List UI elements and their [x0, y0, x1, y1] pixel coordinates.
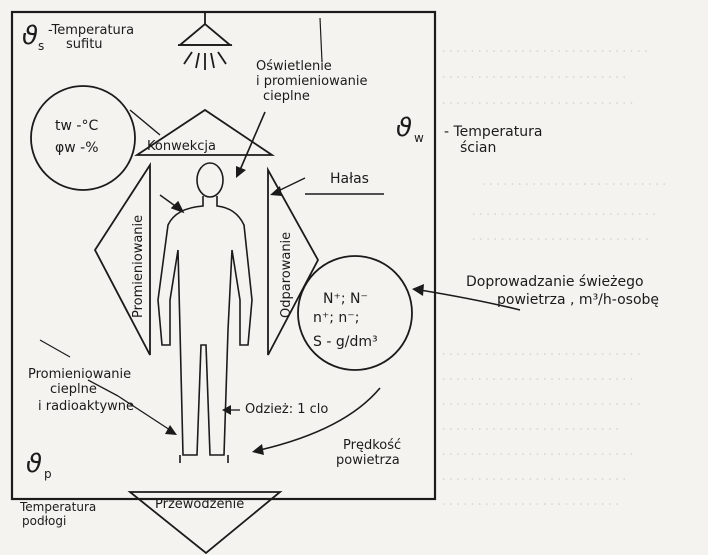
fresh-air-label-2: powietrza , m³/h-osobę — [497, 292, 659, 308]
lighting-label-3: cieplne — [263, 89, 310, 104]
conduction-label: Przewodzenie — [155, 497, 244, 512]
lighting-leader-line — [320, 18, 322, 62]
humidity-temp-label: tw -°C — [55, 118, 98, 134]
wall-temp-subscript: w — [414, 131, 424, 145]
wall-temp-label-1: - Temperatura — [444, 124, 542, 140]
lighting-annotation: Oświetlenie i promieniowanie cieplne — [236, 18, 368, 178]
ion-label-3: S - g/dm³ — [313, 334, 378, 350]
ceiling-temperature: ϑ s -Temperatura sufitu — [22, 21, 134, 53]
ion-label-1: N⁺; N⁻ — [323, 291, 368, 307]
svg-text:..........................: .......................... — [440, 469, 628, 483]
evaporation-label: Odparowanie — [279, 232, 294, 318]
conduction-triangle: Przewodzenie — [130, 492, 280, 553]
air-speed-arrowhead — [252, 444, 264, 455]
floor-temp-label-2: podłogi — [22, 514, 66, 528]
room-frame — [12, 12, 435, 499]
radiation-label: Promieniowanie — [131, 215, 146, 318]
lighting-label-1: Oświetlenie — [256, 59, 332, 74]
thermal-radiation-arrowhead — [165, 425, 177, 435]
air-speed-label-2: powietrza — [336, 453, 400, 468]
fresh-air-label-1: Doprowadzanie świeżego — [466, 274, 644, 290]
air-speed-annotation: Prędkość powietrza — [252, 388, 401, 468]
wall-temp-symbol: ϑ — [396, 113, 412, 143]
svg-text:...........................: ........................... — [440, 369, 635, 383]
svg-text:..........................: .......................... — [440, 67, 628, 81]
svg-text:..........................: .......................... — [480, 174, 668, 188]
floor-temperature: ϑ p Temperatura podłogi — [19, 449, 96, 528]
floor-temp-subscript: p — [44, 467, 52, 481]
evaporation-triangle: Odparowanie — [268, 170, 318, 355]
svg-text:..........................: .......................... — [470, 204, 658, 218]
wall-temperature: ϑ w - Temperatura ścian — [396, 113, 542, 156]
thermal-radiation-label-2: cieplne — [50, 382, 97, 397]
ceiling-temp-subscript: s — [38, 39, 44, 53]
thermal-radiation-annotation: Promieniowanie cieplne i radioaktywne — [28, 340, 177, 435]
wall-temp-label-2: ścian — [460, 140, 496, 156]
floor-temp-symbol: ϑ — [26, 449, 42, 479]
floor-temp-label-1: Temperatura — [19, 500, 96, 514]
svg-text:............................: ............................ — [440, 394, 642, 408]
noise-label: Hałas — [330, 171, 369, 187]
svg-text:...........................: ........................... — [440, 444, 635, 458]
thermal-radiation-label-1: Promieniowanie — [28, 367, 131, 382]
fresh-air-annotation: Doprowadzanie świeżego powietrza , m³/h-… — [412, 274, 659, 310]
lighting-label-2: i promieniowanie — [256, 74, 368, 89]
ceiling-temp-label-1: -Temperatura — [48, 23, 134, 38]
thermal-radiation-label-3: i radioaktywne — [38, 399, 134, 414]
convection-label: Konwekcja — [147, 139, 216, 154]
humidity-rel-label: φw -% — [55, 140, 99, 156]
humidity-circle: tw -°C φw -% — [31, 86, 135, 190]
ceiling-temp-symbol: ϑ — [22, 21, 38, 51]
lamp-icon — [178, 12, 232, 70]
svg-text:.............................: ............................. — [440, 41, 650, 55]
svg-text:.........................: ......................... — [440, 494, 621, 508]
svg-text:............................: ............................ — [440, 344, 642, 358]
fresh-air-arrowhead — [412, 284, 424, 296]
noise-annotation: Hałas — [270, 171, 384, 196]
ion-label-2: n⁺; n⁻; — [313, 310, 359, 326]
air-speed-label-1: Prędkość — [343, 438, 401, 453]
clothing-annotation: Odzież: 1 clo — [222, 402, 328, 417]
svg-text:.........................: ......................... — [440, 419, 621, 433]
svg-text:.........................: ......................... — [470, 229, 651, 243]
svg-text:...........................: ........................... — [440, 93, 635, 107]
body-incoming-arrows — [130, 110, 183, 212]
ceiling-temp-label-2: sufitu — [66, 37, 103, 52]
clothing-label: Odzież: 1 clo — [245, 402, 328, 417]
radiation-triangle: Promieniowanie — [95, 165, 150, 355]
ion-circle: N⁺; N⁻ n⁺; n⁻; S - g/dm³ — [298, 256, 412, 370]
